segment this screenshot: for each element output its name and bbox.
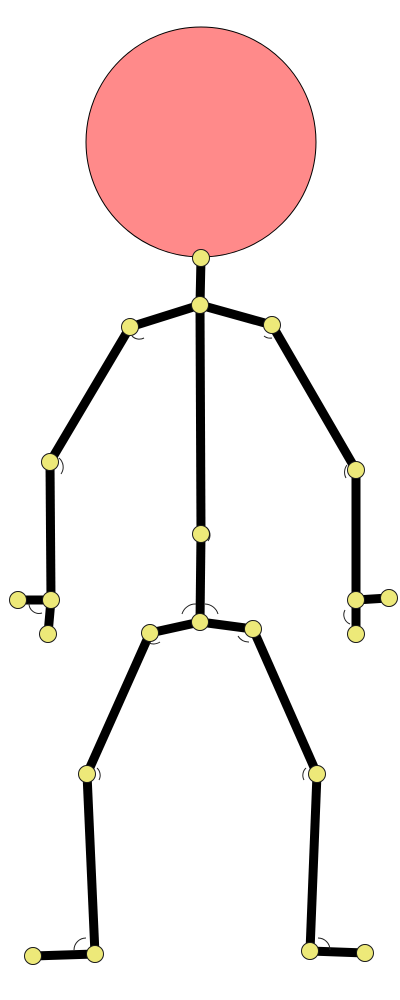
joint-handle-pelvis[interactable] <box>191 613 209 631</box>
head-circle[interactable] <box>85 26 317 258</box>
skeleton-joints <box>9 249 398 965</box>
angle-arc-1 <box>58 457 64 475</box>
joint-handle-lAnkle[interactable] <box>86 945 104 963</box>
joint-handle-lKnee[interactable] <box>78 765 96 783</box>
bone-lHip-lKnee <box>82 631 155 776</box>
bone-rKnee-rAnkle <box>305 773 322 952</box>
joint-handle-lFinger[interactable] <box>39 625 57 643</box>
angle-arc-11 <box>73 937 87 951</box>
joint-handle-lWrist[interactable] <box>42 591 60 609</box>
bone-lElbow-lWrist <box>45 461 56 601</box>
joint-handle-rWrist[interactable] <box>347 591 365 609</box>
joint-handle-rKnee[interactable] <box>308 765 326 783</box>
joint-handle-lShoulder[interactable] <box>121 318 139 336</box>
bone-neck-rShoulder <box>198 300 274 330</box>
joint-handle-spineMid[interactable] <box>192 525 210 543</box>
angle-arc-2 <box>263 335 273 339</box>
joint-angle-arcs <box>28 335 351 951</box>
joint-handle-lElbow[interactable] <box>41 453 59 471</box>
joint-handle-rElbow[interactable] <box>347 461 365 479</box>
joint-handle-rToe[interactable] <box>356 944 374 962</box>
angle-arc-14 <box>343 609 351 625</box>
angle-arc-5 <box>181 603 197 615</box>
joint-handle-lThumb[interactable] <box>9 591 27 609</box>
bone-rShoulder-rElbow <box>268 322 360 473</box>
angle-arc-3 <box>344 464 348 479</box>
joint-handle-rFinger[interactable] <box>347 625 365 643</box>
joint-handle-rAnkle[interactable] <box>301 942 319 960</box>
bone-lKnee-lAnkle <box>82 773 100 955</box>
angle-arc-0 <box>131 335 145 340</box>
angle-arc-7 <box>148 641 161 645</box>
angle-arc-6 <box>204 603 219 615</box>
bone-lAnkle-lToe <box>32 949 96 961</box>
angle-arc-13 <box>28 602 43 614</box>
joint-handle-neck[interactable] <box>191 296 209 314</box>
joint-handle-lToe[interactable] <box>24 947 42 965</box>
angle-arc-12 <box>317 937 331 951</box>
bone-neck-spineMid <box>195 304 206 535</box>
skeleton-bones <box>18 257 390 961</box>
joint-handle-neckTop[interactable] <box>192 249 210 267</box>
joint-handle-lHip[interactable] <box>141 624 159 642</box>
bone-rHip-rKnee <box>248 627 322 776</box>
joint-handle-rShoulder[interactable] <box>263 316 281 334</box>
angle-arc-9 <box>96 767 101 781</box>
angle-arc-10 <box>302 767 307 781</box>
joint-handle-rThumb[interactable] <box>380 589 398 607</box>
bone-neck-lShoulder <box>128 300 202 332</box>
bone-spineMid-pelvis <box>195 533 206 623</box>
bone-lShoulder-lElbow <box>46 324 134 465</box>
joint-handle-rHip[interactable] <box>244 620 262 638</box>
bone-rAnkle-rToe <box>309 946 366 958</box>
angle-arc-8 <box>237 635 250 643</box>
